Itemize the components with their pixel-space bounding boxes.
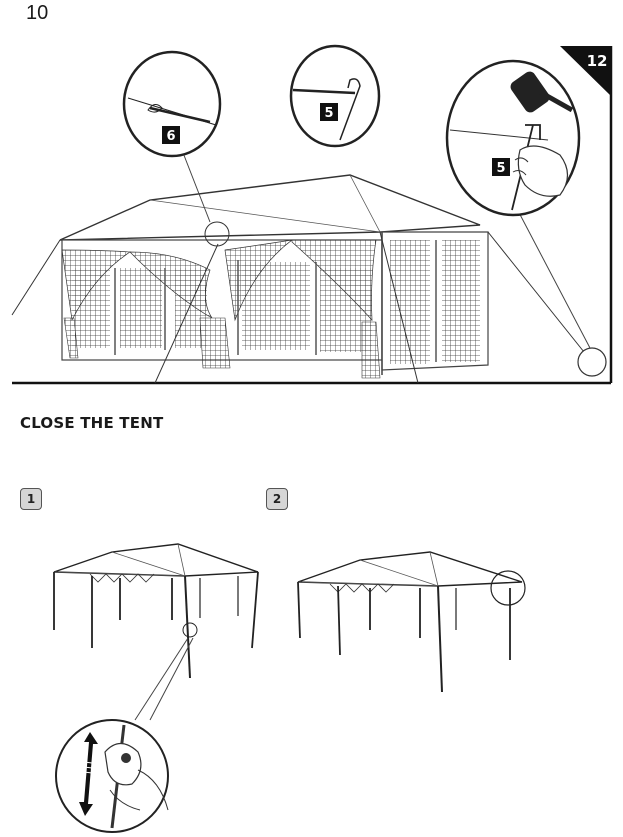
callout-hammer-stake: 5 xyxy=(445,59,581,217)
callout-label-5b: 5 xyxy=(496,161,505,176)
step-2-tent-frame-figure xyxy=(297,551,526,693)
step-tag-triangle xyxy=(560,46,611,96)
step-badge-1: 1 xyxy=(20,488,42,510)
section-title: CLOSE THE TENT xyxy=(20,414,164,432)
tent-assembly-figure: 12 xyxy=(11,44,613,385)
callout-label-5a: 5 xyxy=(324,106,333,121)
callout-stake: 5 xyxy=(289,44,381,148)
step-badge-2: 2 xyxy=(266,488,288,510)
page-number: 10 xyxy=(26,2,49,24)
callout-rope-loop: 6 xyxy=(122,50,222,158)
callout-label-6: 6 xyxy=(166,129,175,144)
step-1-tent-frame-figure xyxy=(53,543,259,833)
step-tag-number: 12 xyxy=(587,52,608,70)
